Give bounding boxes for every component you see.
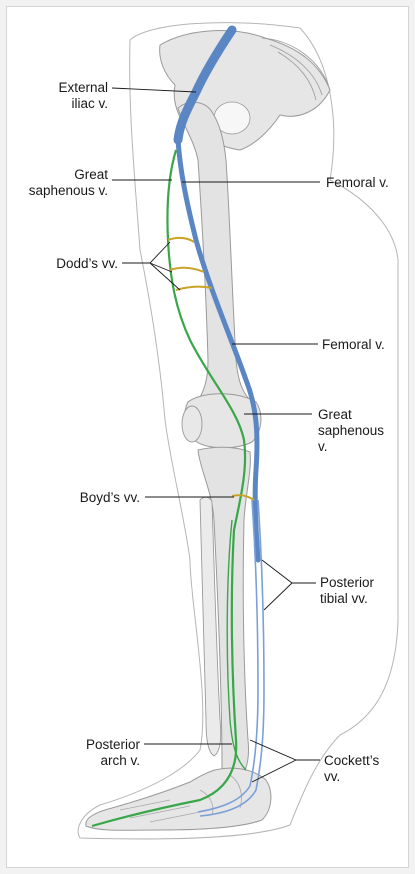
label-line: Great (74, 167, 108, 182)
label-dodds-veins: Dodd’s vv. (20, 256, 118, 272)
label-femoral-vein-upper: Femoral v. (326, 175, 389, 191)
label-line: Femoral v. (326, 175, 389, 190)
label-line: Cockett’s (324, 753, 380, 768)
posterior-tibial-vein-1 (199, 499, 265, 817)
label-line: arch v. (100, 753, 140, 768)
label-line: External (58, 80, 108, 95)
leader-posterior-tibial-2 (263, 582, 293, 611)
label-boyds-veins: Boyd’s vv. (40, 490, 140, 506)
leader-dodds-2 (149, 262, 173, 273)
foot-bone-details (119, 774, 242, 823)
leader-external-iliac (111, 87, 197, 93)
label-line: saphenous (318, 423, 385, 438)
label-line: Dodd’s vv. (56, 256, 118, 271)
label-line: Femoral v. (322, 337, 385, 352)
label-posterior-tibial-veins: Posterior tibial vv. (320, 575, 374, 607)
label-cocketts-veins: Cockett’s vv. (324, 753, 379, 785)
label-great-saphenous-vein-upper: Great saphenous v. (18, 167, 108, 199)
boyds-perforator (231, 494, 255, 501)
label-line: v. (318, 439, 328, 454)
pelvis-wing-ridges (261, 37, 331, 101)
patella-bone (181, 405, 203, 443)
label-line: iliac v. (71, 96, 108, 111)
dodds-perforator-2 (169, 266, 205, 273)
label-femoral-vein-lower: Femoral v. (322, 337, 385, 353)
label-line: vv. (324, 769, 341, 784)
label-line: tibial vv. (320, 591, 368, 606)
leader-lines (111, 87, 320, 783)
leader-cocketts-2 (251, 759, 297, 783)
label-posterior-arch-vein: Posterior arch v. (40, 737, 140, 769)
external-iliac-vein (173, 25, 237, 145)
label-great-saphenous-vein-lower: Great saphenous v. (318, 407, 384, 455)
label-line: Posterior (85, 737, 140, 752)
label-line: Boyd’s vv. (79, 490, 140, 505)
label-line: Posterior (320, 575, 375, 590)
label-line: Great (318, 407, 352, 422)
femoral-vein (175, 137, 261, 563)
posterior-tibial-vein-2 (197, 499, 259, 813)
great-saphenous-vein (91, 149, 247, 828)
tibia-bone (197, 446, 251, 784)
dodds-perforator-1 (167, 236, 195, 243)
posterior-arch-vein (226, 519, 247, 771)
label-external-iliac-vein: External iliac v. (38, 80, 108, 112)
leader-dodds-3 (149, 262, 181, 291)
label-line: saphenous v. (28, 183, 108, 198)
